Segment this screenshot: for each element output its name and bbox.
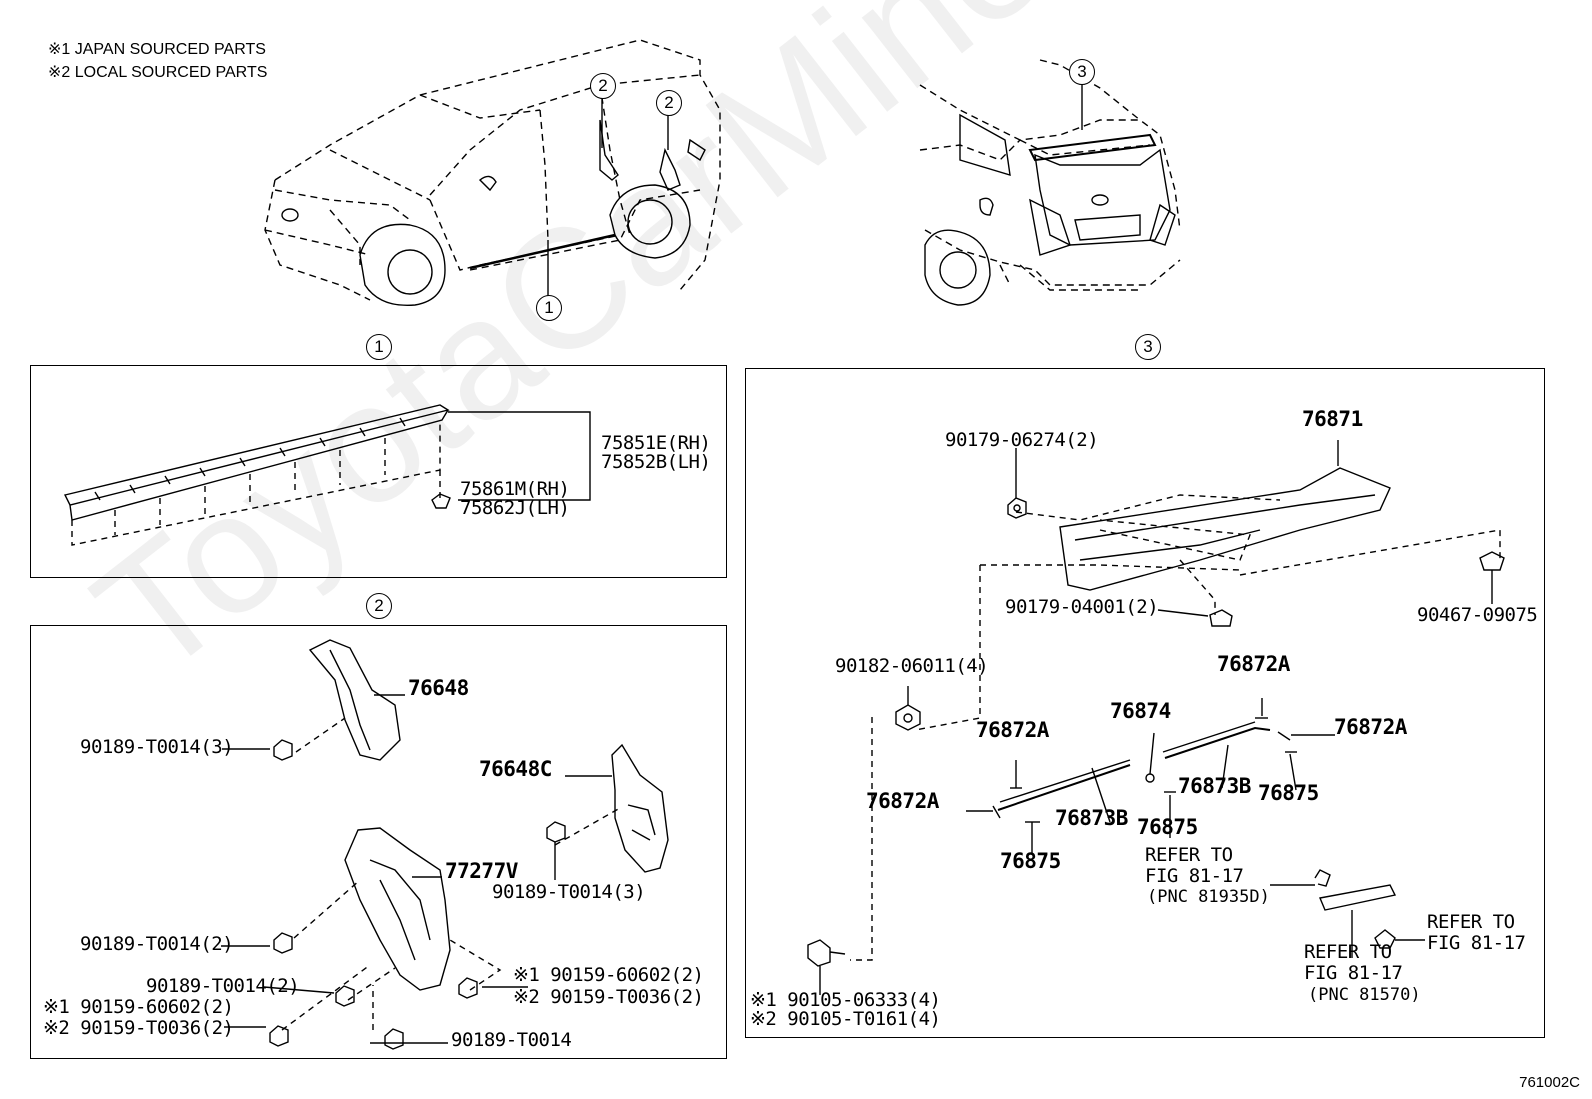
- panel3-leaders: [819, 448, 1493, 995]
- part-77277v-shape: [344, 827, 451, 991]
- refer-parts: [1270, 869, 1425, 958]
- vehicle-front-solid: [281, 119, 706, 307]
- part-76875-left[interactable]: 76875: [1000, 849, 1061, 873]
- part-90105-06333[interactable]: ※1 90105-06333(4): [750, 989, 941, 1011]
- rocker-moulding-guides: [71, 420, 441, 546]
- part-76872A-right[interactable]: 76872A: [1334, 715, 1407, 739]
- callout-badge-3: 3: [1069, 59, 1095, 85]
- panel2-guides: [281, 717, 621, 1031]
- part-90179-04001[interactable]: 90179-04001(2): [1005, 596, 1159, 618]
- part-76872A-middle[interactable]: 76872A: [976, 718, 1049, 742]
- section-marker-2: 2: [366, 593, 392, 619]
- panel3-tapes: [992, 717, 1297, 823]
- refer-note-3-line1[interactable]: REFER TO: [1427, 911, 1515, 933]
- panel-2-frame: [30, 625, 727, 1059]
- part-90159-60602-right[interactable]: ※1 90159-60602(2): [513, 964, 704, 986]
- refer-note-1-line2[interactable]: FIG 81-17: [1145, 865, 1244, 887]
- panel-3-frame: [745, 368, 1545, 1038]
- refer-note-1-pnc: (PNC 81935D): [1147, 887, 1270, 907]
- part-90105-T0161[interactable]: ※2 90105-T0161(4): [750, 1008, 941, 1030]
- refer-note-3-line2[interactable]: FIG 81-17: [1427, 932, 1526, 954]
- part-76872A-top[interactable]: 76872A: [1217, 652, 1290, 676]
- clip-icons-panel2: [269, 739, 566, 1050]
- callout-badge-2b: 2: [656, 90, 682, 116]
- refer-note-2-line1[interactable]: REFER TO: [1304, 941, 1392, 963]
- refer-note-2-line2[interactable]: FIG 81-17: [1304, 962, 1403, 984]
- part-90159-T0036-right[interactable]: ※2 90159-T0036(2): [513, 986, 704, 1008]
- part-90467-09075[interactable]: 90467-09075: [1417, 604, 1538, 626]
- part-76873B-right[interactable]: 76873B: [1178, 774, 1251, 798]
- part-75852B[interactable]: 75852B(LH): [601, 451, 711, 473]
- note-japan-sourced: ※1 JAPAN SOURCED PARTS: [48, 41, 266, 58]
- part-90189-T0014-2-upper[interactable]: 90189-T0014(2): [80, 933, 234, 955]
- part-76872A-left[interactable]: 76872A: [866, 789, 939, 813]
- refer-note-1-line1[interactable]: REFER TO: [1145, 844, 1233, 866]
- part-77277V[interactable]: 77277V: [445, 859, 518, 883]
- part-76875-middle[interactable]: 76875: [1137, 815, 1198, 839]
- vehicle-front-view: [264, 39, 721, 301]
- part-90189-T0014[interactable]: 90189-T0014: [451, 1029, 572, 1051]
- callout-badge-2a: 2: [590, 73, 616, 99]
- part-90189-T0014-3-left[interactable]: 90189-T0014(3): [80, 736, 234, 758]
- part-76648c-shape: [611, 743, 669, 873]
- note-local-sourced: ※2 LOCAL SOURCED PARTS: [48, 64, 268, 81]
- part-76648C[interactable]: 76648C: [479, 757, 552, 781]
- part-76873B-left[interactable]: 76873B: [1055, 806, 1128, 830]
- part-76648-shape: [308, 639, 401, 761]
- part-90182-06011[interactable]: 90182-06011(4): [835, 655, 989, 677]
- part-76871[interactable]: 76871: [1302, 407, 1363, 431]
- part-90159-T0036-left[interactable]: ※2 90159-T0036(2): [43, 1017, 234, 1039]
- part-75862J[interactable]: 75862J(LH): [460, 497, 570, 519]
- part-90159-60602-left[interactable]: ※1 90159-60602(2): [43, 996, 234, 1018]
- callout-badge-1: 1: [536, 295, 562, 321]
- section-marker-1: 1: [366, 334, 392, 360]
- moulding-clip: [431, 493, 451, 509]
- part-75861M[interactable]: 75861M(RH): [460, 478, 570, 500]
- part-75851E[interactable]: 75851E(RH): [601, 432, 711, 454]
- diagram-code: 761002C: [1519, 1074, 1580, 1091]
- part-76874[interactable]: 76874: [1110, 699, 1171, 723]
- refer-note-2-pnc: (PNC 81570): [1308, 985, 1421, 1005]
- panel-1-frame: [30, 365, 727, 578]
- part-90179-06274[interactable]: 90179-06274(2): [945, 429, 1099, 451]
- leader-panel1: [448, 411, 591, 501]
- part-90189-T0014-3-right[interactable]: 90189-T0014(3): [492, 881, 646, 903]
- rocker-moulding: [63, 404, 450, 521]
- panel3-guides: [850, 494, 1501, 961]
- vehicle-rear-view: [919, 59, 1181, 291]
- vehicle-rear-solid: [924, 113, 1176, 306]
- part-76648[interactable]: 76648: [408, 676, 469, 700]
- panel2-leaders: [221, 748, 556, 1044]
- spoiler-shape: [1059, 467, 1391, 591]
- part-76875-right[interactable]: 76875: [1258, 781, 1319, 805]
- part-90189-T0014-2-lower[interactable]: 90189-T0014(2): [146, 975, 300, 997]
- section-marker-3: 3: [1135, 334, 1161, 360]
